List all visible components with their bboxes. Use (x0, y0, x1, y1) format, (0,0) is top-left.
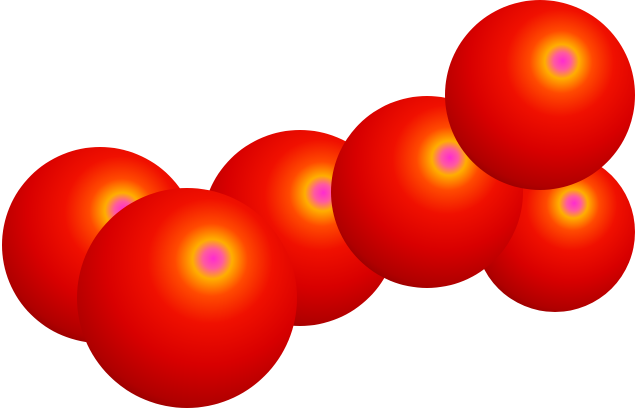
sphere-atom-front-left (77, 188, 297, 408)
sphere-atom-top-right (445, 0, 635, 190)
